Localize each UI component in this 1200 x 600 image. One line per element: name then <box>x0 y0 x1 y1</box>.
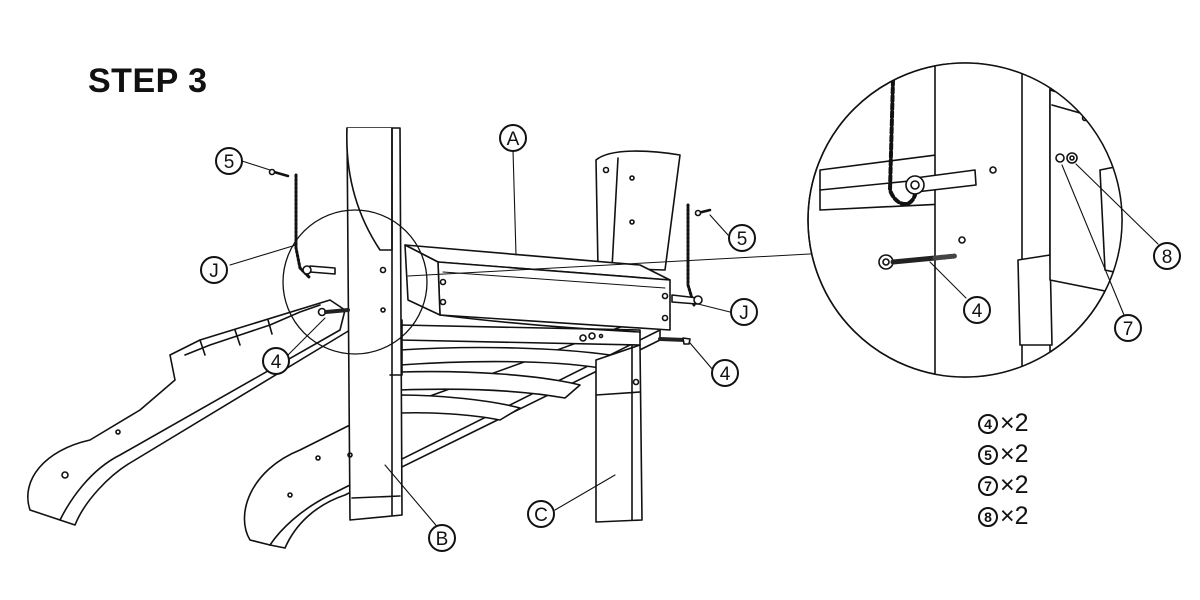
callout-4-right: 4 <box>711 359 739 387</box>
callout-5-left: 5 <box>215 147 243 175</box>
part-number-badge: 7 <box>978 475 998 496</box>
svg-text:J: J <box>739 303 749 324</box>
detail-view <box>807 62 1123 378</box>
step-title: STEP 3 <box>88 62 208 100</box>
callout-a: A <box>499 124 527 152</box>
callout-5-right: 5 <box>728 224 756 252</box>
callout-4-left: 4 <box>262 347 290 375</box>
qty-row: 4 ×2 <box>978 408 1098 439</box>
detail-source-circle <box>282 209 428 355</box>
svg-text:5: 5 <box>737 229 748 250</box>
leader-lines <box>229 149 1159 531</box>
callout-7-detail: 7 <box>1114 314 1142 342</box>
part-number-badge: 5 <box>978 444 998 465</box>
front-rail-a <box>404 244 671 333</box>
svg-text:4: 4 <box>271 352 282 373</box>
quantity-text: ×2 <box>1000 440 1029 468</box>
part-number-badge: 8 <box>978 506 998 527</box>
svg-text:8: 8 <box>1162 247 1173 268</box>
qty-row: 7 ×2 <box>978 470 1098 501</box>
svg-text:A: A <box>507 129 520 150</box>
screw-right <box>694 208 712 217</box>
front-leg-b <box>346 127 403 521</box>
callout-4-detail: 4 <box>963 296 991 324</box>
callout-j-left: J <box>200 256 228 284</box>
right-arm-rest <box>243 319 661 549</box>
detail-connector-line <box>407 251 847 277</box>
callout-j-right: J <box>730 298 758 326</box>
callout-c: C <box>527 500 555 528</box>
callout-8-detail: 8 <box>1153 242 1181 270</box>
part-number-badge: 4 <box>978 413 998 434</box>
svg-text:B: B <box>436 529 449 550</box>
washer <box>579 334 587 342</box>
back-post-right <box>595 150 681 271</box>
svg-text:J: J <box>209 261 219 282</box>
svg-text:4: 4 <box>720 364 731 385</box>
hole <box>598 333 604 339</box>
qty-row: 8 ×2 <box>978 501 1098 532</box>
bolt-right <box>658 337 691 345</box>
hardware-quantity-list: 4 ×2 5 ×2 7 ×2 8 ×2 <box>978 408 1098 532</box>
quantity-text: ×2 <box>1000 502 1029 530</box>
svg-text:4: 4 <box>972 301 983 322</box>
screw-left <box>268 168 290 178</box>
callout-b: B <box>428 524 456 552</box>
chain-left <box>294 173 336 280</box>
bolt-left <box>317 307 350 317</box>
quantity-text: ×2 <box>1000 409 1029 437</box>
svg-text:7: 7 <box>1123 319 1134 340</box>
svg-text:5: 5 <box>224 152 235 173</box>
svg-text:C: C <box>534 505 548 526</box>
washer <box>588 332 596 340</box>
seat-slats <box>399 324 641 421</box>
chain-right <box>671 203 703 307</box>
back-leg-c <box>595 344 643 523</box>
qty-row: 5 ×2 <box>978 439 1098 470</box>
quantity-text: ×2 <box>1000 471 1029 499</box>
